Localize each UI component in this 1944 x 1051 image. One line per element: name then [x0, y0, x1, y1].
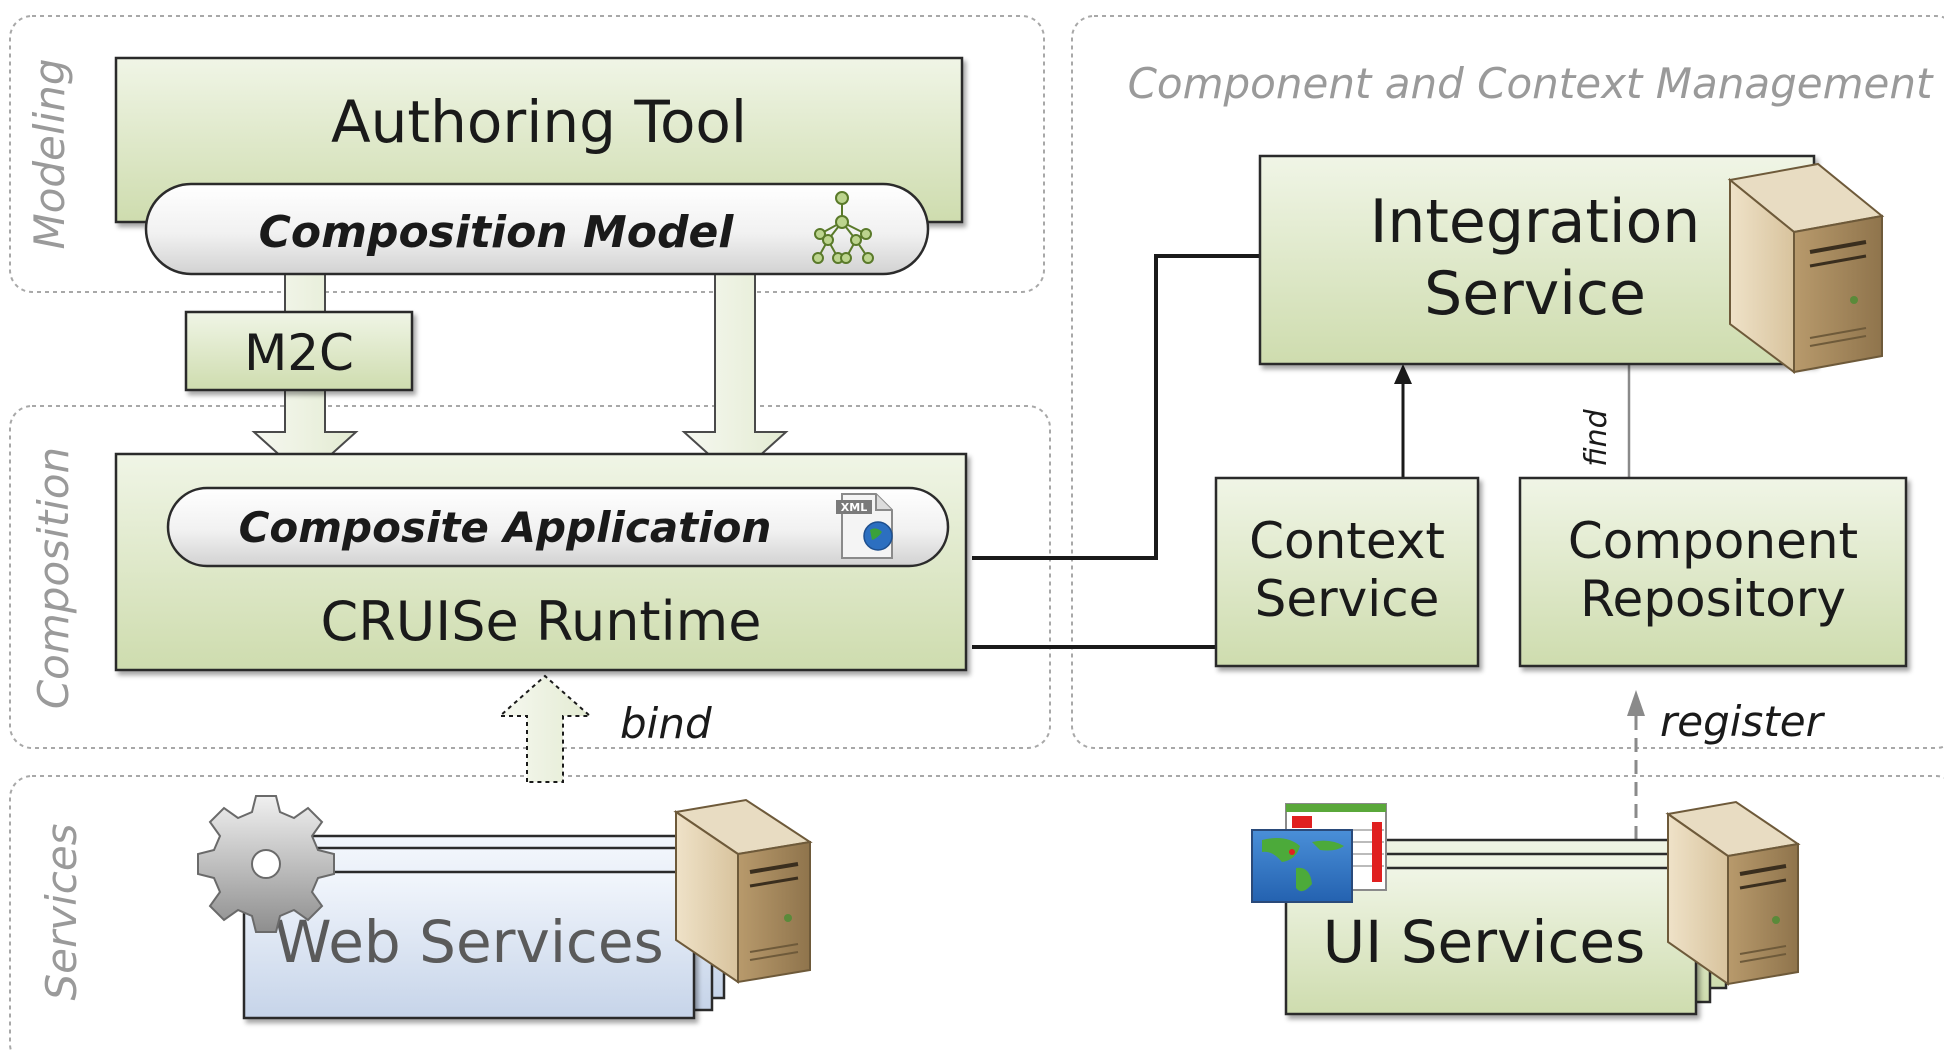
component-repository-label-2: Repository: [1580, 570, 1846, 628]
context-service-label-1: Context: [1249, 512, 1445, 570]
register-label: register: [1660, 697, 1826, 746]
connectors: [972, 254, 1645, 840]
context-integration-arrowhead: [1394, 364, 1412, 384]
composition-label: Composition: [29, 447, 78, 709]
web-services-box: [242, 870, 696, 1020]
web-services-stack[interactable]: Web Services: [242, 834, 726, 1020]
tree-icon: [812, 191, 874, 264]
web-server-icon: [673, 798, 813, 984]
composition-region: [9, 405, 1051, 749]
cruise-runtime-label: CRUISe Runtime: [321, 590, 762, 653]
ui-services-label: UI Services: [1323, 908, 1646, 976]
modeling-region: [9, 15, 1045, 293]
runtime-integration-line: [972, 254, 1260, 560]
composition-model-label: Composition Model: [259, 207, 735, 258]
m2c-box[interactable]: [184, 310, 414, 392]
bind-label: bind: [620, 699, 712, 748]
m2c-label: M2C: [244, 324, 354, 382]
gear-icon: [197, 795, 335, 933]
xml-document-icon: XML: [836, 493, 893, 559]
context-service-label-2: Service: [1255, 570, 1440, 628]
integration-service-box[interactable]: [1258, 154, 1816, 366]
management-label: Component and Context Management: [1128, 59, 1934, 108]
register-arrowhead: [1627, 690, 1645, 716]
map-window-icon: [1251, 803, 1387, 903]
composition-model-pill[interactable]: [144, 182, 930, 276]
composite-application-pill[interactable]: [166, 486, 950, 568]
ui-services-box: [1284, 866, 1698, 1016]
server-icon: [1727, 162, 1885, 374]
bind-arrow: [497, 674, 593, 783]
direct-arrow: [681, 269, 789, 480]
region-frames: [9, 15, 1944, 1051]
integration-service-label-1: Integration: [1370, 187, 1701, 257]
services-label: Services: [37, 823, 86, 1000]
component-repository-label-1: Component: [1568, 512, 1858, 570]
xml-badge: XML: [841, 501, 867, 514]
component-repository-box[interactable]: [1518, 476, 1908, 668]
composite-application-label: Composite Application: [239, 503, 772, 552]
find-label: find: [1579, 408, 1614, 466]
services-region: [9, 775, 1944, 1051]
web-services-label: Web Services: [274, 908, 663, 976]
modeling-label: Modeling: [25, 58, 74, 249]
management-region: [1071, 15, 1944, 749]
ui-server-icon: [1665, 800, 1801, 986]
context-service-box[interactable]: [1214, 476, 1480, 668]
authoring-tool-label: Authoring Tool: [331, 88, 747, 156]
integration-service-label-2: Service: [1424, 259, 1646, 329]
